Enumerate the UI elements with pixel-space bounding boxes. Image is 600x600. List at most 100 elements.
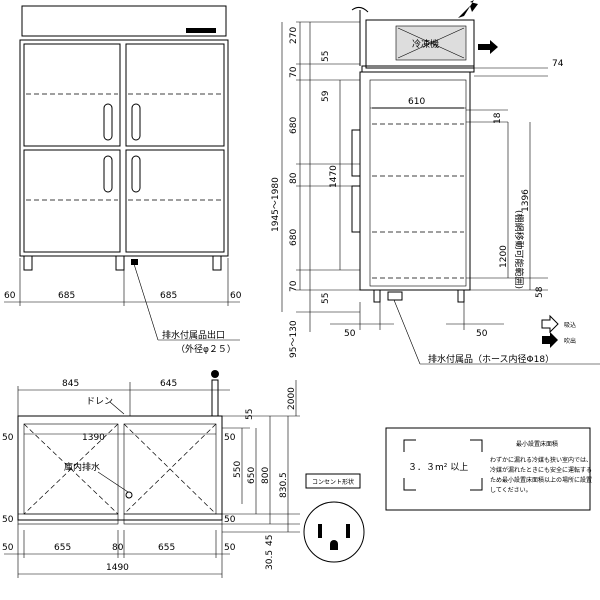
- plan-dim-50-right-top: 50: [224, 433, 236, 443]
- plan-dim-50-right-bottom: 50: [224, 515, 236, 525]
- side-dim-feet: 95～130: [289, 320, 299, 358]
- side-dim-59: 59: [321, 90, 331, 102]
- condensing-unit-housing: [365, 19, 475, 69]
- exhaust-arrow-icon: [542, 332, 558, 348]
- side-handle-upper: [351, 129, 361, 177]
- plan-door-right: [123, 513, 223, 525]
- front-dim-mid-left: 685: [58, 291, 75, 301]
- install-area-title: 最小設置床面積: [516, 440, 558, 448]
- side-foot-front: [373, 289, 381, 303]
- side-dim-74: 74: [552, 59, 564, 69]
- side-dim-18: 18: [493, 112, 503, 124]
- door-bottom-left: [23, 149, 121, 253]
- plan-dim-80: 80: [112, 543, 124, 553]
- side-dim-1396: 1396: [521, 189, 531, 212]
- side-shelf-note: (棚網移動可能範囲): [513, 210, 525, 289]
- front-cabinet: [19, 39, 229, 257]
- plan-dim-550: 550: [233, 461, 243, 478]
- door-top-right: [125, 43, 225, 147]
- install-note-4: してください。: [490, 487, 532, 494]
- handle-top-right: [131, 103, 141, 141]
- foot-right: [212, 255, 222, 271]
- install-note-1: わずかに漏れる冷媒も狭い室内では、: [490, 456, 592, 464]
- side-dim-50-left: 50: [344, 329, 356, 339]
- door-top-left: [23, 43, 121, 147]
- plan-dim-30-5: 30.5: [265, 550, 275, 570]
- drain-outlet-label: 排水付属品出口: [162, 329, 225, 341]
- plan-dim-b50-right: 50: [224, 543, 236, 553]
- drain-hose-label: 排水付属品（ホース内径Φ18）: [428, 353, 554, 365]
- exhaust-arrow-up: [458, 0, 478, 18]
- install-area-box: [385, 427, 591, 511]
- front-top-panel: [21, 5, 227, 37]
- exhaust-arrow-right: [478, 40, 498, 54]
- plan-view: 845 645 ドレン 1390 庫内排水 50 50 50 50 50 655…: [2, 370, 300, 578]
- outlet-ground-pin: [330, 540, 338, 550]
- plan-dim-55: 55: [245, 409, 255, 420]
- handle-bottom-right: [131, 155, 141, 193]
- plan-dim-b50-left: 50: [2, 543, 14, 553]
- plan-dim-50-left-top: 50: [2, 433, 14, 443]
- plan-dim-1490: 1490: [106, 563, 129, 573]
- install-area-value: ３．３m² 以上: [408, 462, 468, 473]
- plan-dim-645: 645: [160, 379, 177, 389]
- side-dim-680a: 680: [289, 117, 299, 134]
- plan-drain-top: [211, 370, 219, 378]
- unit-hook: [351, 6, 369, 13]
- front-dim-mid-right: 685: [160, 291, 177, 301]
- plan-dim-655-right: 655: [158, 543, 175, 553]
- plan-door-left: [17, 513, 119, 525]
- front-dim-right: 60: [230, 291, 242, 301]
- front-view: 60 685 685 60 排水付属品出口 （外径φ２５）: [4, 5, 242, 355]
- drain-outlet-mark: [131, 259, 138, 265]
- plan-dim-1390: 1390: [82, 433, 105, 443]
- plan-dim-800: 800: [261, 467, 271, 484]
- plan-drain-pipe: [211, 379, 219, 417]
- plan-dim-845: 845: [62, 379, 79, 389]
- foot-mid: [115, 255, 125, 271]
- handle-top-left: [103, 103, 113, 141]
- plan-dim-50-left-bottom: 50: [2, 515, 14, 525]
- outlet-label: コンセント形状: [312, 478, 354, 486]
- plan-dim-655-left: 655: [54, 543, 71, 553]
- side-dim-total: 1945～1980: [271, 177, 281, 232]
- handle-bottom-left: [103, 155, 113, 193]
- outlet-shape: コンセント形状: [303, 473, 365, 563]
- side-view: 冷凍機 270 70 680 80 680 70 95～130: [271, 0, 600, 365]
- inside-drain-label: 庫内排水: [64, 461, 100, 473]
- side-dim-55-bottom: 55: [321, 293, 331, 304]
- side-drain-fitting: [387, 291, 403, 301]
- outlet-label-box: [305, 473, 361, 489]
- install-area: ３．３m² 以上 最小設置床面積 わずかに漏れる冷媒も狭い室内では、 冷媒が漏れ…: [385, 427, 592, 511]
- intake-arrow-icon: [541, 314, 559, 334]
- door-bottom-right: [125, 149, 225, 253]
- side-dim-50-right: 50: [476, 329, 488, 339]
- side-dim-shelf-range: 1470: [329, 165, 339, 188]
- side-dim-70b: 70: [289, 280, 299, 292]
- plan-outline: [17, 415, 223, 521]
- side-foot-back: [457, 289, 465, 303]
- plan-dim-830-5: 830.5: [279, 472, 289, 498]
- install-note-3: ため最小設置床面積以上の場所に設置: [490, 476, 592, 484]
- plan-drain-label: ドレン: [86, 397, 113, 407]
- side-dim-1200: 1200: [499, 245, 509, 268]
- legend-intake: 吸込: [564, 321, 576, 329]
- install-note-2: 冷媒が漏れたときにも安全に運転する: [490, 466, 592, 474]
- side-handle-lower: [351, 185, 361, 233]
- side-dim-270: 270: [289, 27, 299, 44]
- side-dim-610: 610: [408, 97, 425, 107]
- outlet-slot-left: [318, 524, 322, 538]
- outlet-face: [303, 501, 365, 563]
- side-inner: [369, 79, 467, 287]
- side-top-plate: [361, 65, 475, 73]
- outlet-slot-right: [346, 524, 350, 538]
- unit-label: 冷凍機: [412, 38, 439, 50]
- front-dim-left: 60: [4, 291, 16, 301]
- drain-outlet-sub: （外径φ２５）: [176, 343, 236, 355]
- side-dim-55-top: 55: [321, 51, 331, 62]
- plan-dim-45: 45: [265, 535, 275, 546]
- foot-left: [23, 255, 33, 271]
- side-body: [359, 71, 471, 291]
